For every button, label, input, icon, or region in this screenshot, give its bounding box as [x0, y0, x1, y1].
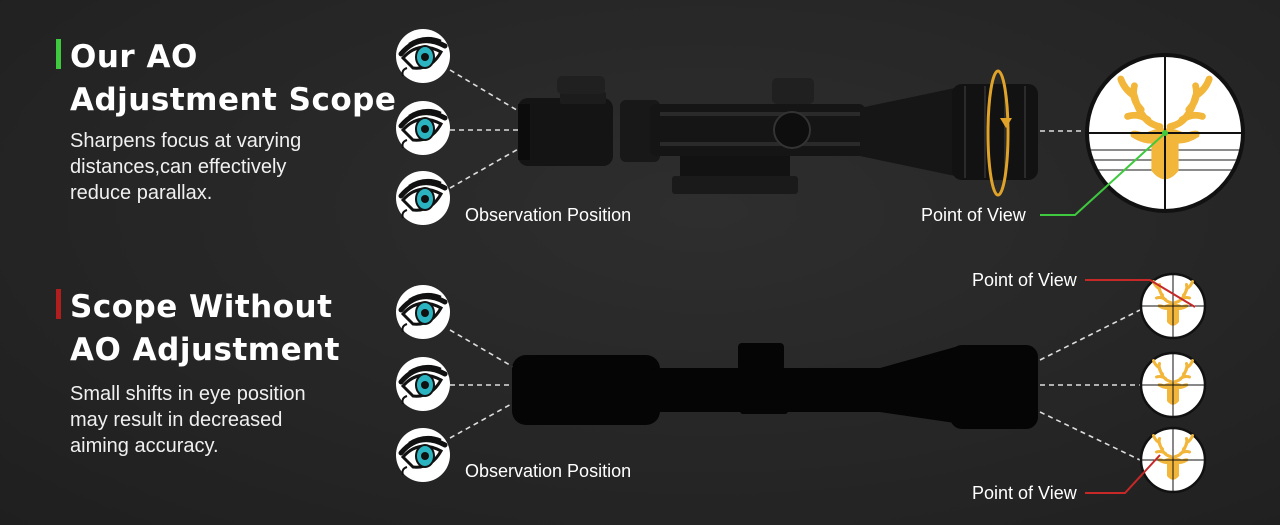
no-ao-description: Small shifts in eye position may result …: [70, 381, 306, 459]
observation-position-label-bottom: Observation Position: [465, 461, 632, 481]
ao-title-line2: Adjustment Scope: [70, 82, 397, 118]
green-pointer-line: [1040, 134, 1164, 216]
eye-icon: [396, 285, 450, 339]
sight-lines-bottom: [449, 309, 1141, 461]
reticle-top: [1139, 272, 1207, 340]
no-ao-description-line2: may result in decreased: [70, 409, 283, 431]
reticle-bottom: [1139, 426, 1207, 494]
eye-icon: [396, 171, 450, 225]
point-of-view-label-ao: Point of View: [921, 205, 1026, 225]
ao-scope-illustration: [518, 69, 1038, 197]
eye-icon: [396, 101, 450, 155]
ao-description-line3: reduce parallax.: [70, 182, 213, 204]
eye-icon: [396, 29, 450, 83]
red-pointer-line-top: [1085, 279, 1196, 308]
eye-icon: [396, 428, 450, 482]
red-accent-bar: [56, 289, 61, 319]
observation-position-label-top: Observation Position: [465, 205, 632, 225]
ao-section-title: Our AO Adjustment Scope: [56, 36, 396, 122]
point-of-view-label-bottom: Point of View: [972, 483, 1077, 503]
reticle-middle: [1139, 351, 1207, 419]
ao-description-line1: Sharpens focus at varying: [70, 130, 302, 152]
no-ao-scope-silhouette: [512, 343, 1038, 429]
no-ao-section-title: Scope Without AO Adjustment: [56, 286, 340, 372]
no-ao-description-line1: Small shifts in eye position: [70, 383, 306, 405]
sight-lines-top: [449, 69, 1088, 189]
red-pointer-line-bottom: [1085, 454, 1161, 494]
no-ao-title-line2: AO Adjustment: [70, 332, 340, 368]
ao-description-line2: distances,can effectively: [70, 156, 287, 178]
eye-icon: [396, 357, 450, 411]
no-ao-title-line1: Scope Without: [70, 289, 333, 325]
green-accent-bar: [56, 39, 61, 69]
ao-description: Sharpens focus at varying distances,can …: [70, 128, 301, 206]
no-ao-description-line3: aiming accuracy.: [70, 435, 219, 457]
ao-title-line1: Our AO: [70, 39, 198, 75]
point-of-view-label-top: Point of View: [972, 270, 1077, 290]
reticle-focused: [1085, 53, 1245, 213]
